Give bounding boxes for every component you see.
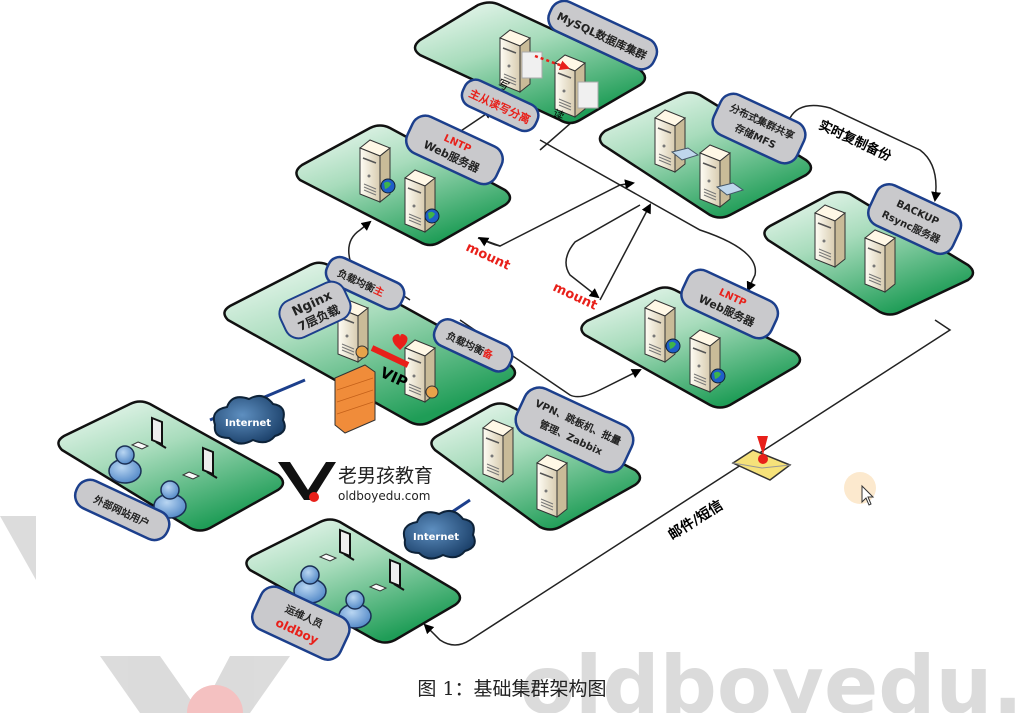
platform-web-top	[295, 124, 512, 247]
edge-mount-2-b	[599, 203, 651, 301]
mysql-servers: 写 读	[496, 29, 599, 123]
globe-icon	[380, 178, 396, 194]
mail-sms-label: 邮件/短信	[665, 497, 726, 544]
edge-mount-1-back	[478, 236, 501, 247]
platform-ext-users	[57, 400, 285, 532]
read-label: 读	[551, 106, 567, 123]
internet-cloud-2: Internet	[402, 509, 476, 560]
storage-icon	[670, 147, 700, 161]
realtime-backup-label: 实时复制备份	[816, 117, 894, 165]
internet-cloud-1: Internet	[212, 394, 286, 445]
tag-ops-staff: 运维人员 oldboy	[250, 585, 351, 661]
mail-alert-icon	[731, 436, 792, 481]
logo-en: oldboyedu.com	[338, 489, 430, 503]
tag-ops-tools: VPN、跳板机、批量 管理、Zabbix	[514, 386, 635, 474]
edge-mail-to-ops	[423, 319, 952, 646]
admin-icon	[355, 345, 369, 359]
heartbeat-link	[370, 345, 410, 368]
edge-mfs-to-backup	[789, 104, 942, 202]
platform-ops-staff	[245, 518, 462, 644]
edge-mount-2	[565, 204, 641, 299]
mount-label: mount	[550, 280, 599, 314]
globe-icon	[710, 368, 726, 384]
tag-nginx: Nginx 7层负载	[278, 280, 352, 340]
firewall-icon	[334, 364, 376, 434]
edge-webtop-to-webbottom	[539, 139, 757, 292]
database-icon	[577, 81, 599, 109]
mouse-cursor	[844, 472, 876, 506]
tag-web-top: LNTP Web服务器	[404, 114, 504, 186]
edge-lb-to-webbottom	[459, 319, 642, 398]
figure-caption: 图 1：基础集群架构图	[417, 678, 607, 700]
admin-icon	[425, 385, 439, 399]
globe-icon	[665, 338, 681, 354]
watermark: oldboyedu.com	[0, 516, 1024, 713]
cursor-icon	[861, 484, 875, 506]
database-icon	[521, 51, 543, 79]
globe-icon	[424, 208, 440, 224]
watermark-text: oldboyedu.com	[520, 639, 1024, 713]
logo-mark-icon	[278, 462, 336, 500]
heart-icon	[392, 334, 408, 350]
mfs-servers	[654, 109, 745, 208]
storage-icon	[715, 182, 745, 196]
mount-label: mount	[463, 240, 512, 274]
logo-cn: 老男孩教育	[338, 465, 433, 487]
oldboy-logo: 老男孩教育 oldboyedu.com	[278, 462, 433, 503]
lb-servers: VIP	[334, 299, 439, 434]
internet-label: Internet	[225, 418, 271, 429]
internet-label: Internet	[413, 532, 459, 543]
